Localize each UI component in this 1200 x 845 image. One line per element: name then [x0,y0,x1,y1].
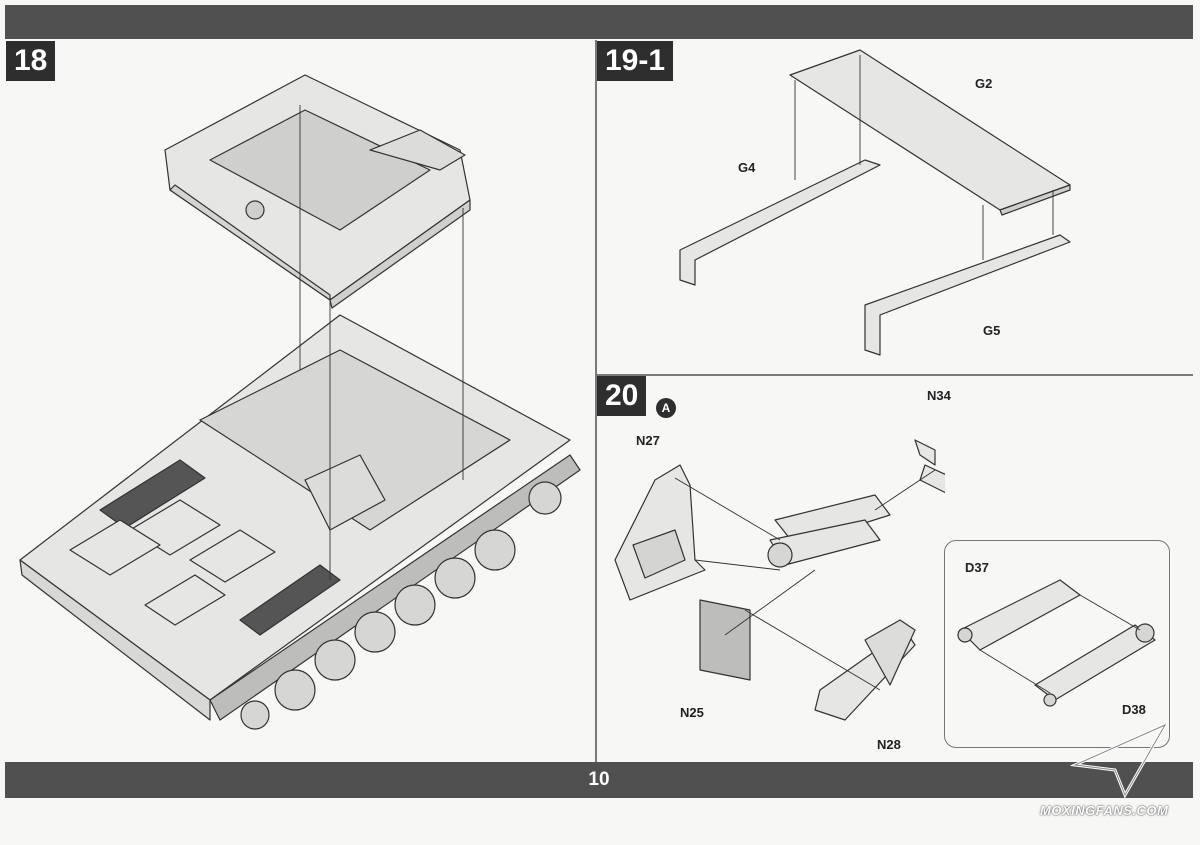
sub-step-a-badge: A [656,398,676,418]
step-19-1-illustration [679,49,1071,356]
step-19-1-badge: 19-1 [597,41,674,81]
label-g5: G5 [983,323,1001,338]
vertical-divider [595,40,597,762]
label-g4: G4 [738,160,756,175]
label-d37: D37 [965,560,989,575]
page-number: 10 [588,769,610,790]
label-n27: N27 [636,433,660,448]
label-n28: N28 [877,737,901,752]
step-20-badge: 20 [597,376,647,416]
label-d38: D38 [1122,702,1146,717]
bottom-footer-bar: 10 [5,762,1193,798]
step-18-illustration [19,74,581,730]
label-g2: G2 [975,76,993,91]
horizontal-divider [596,374,1193,376]
paper-plane-logo-icon [1070,721,1169,799]
top-header-bar [5,5,1193,39]
step-20-illustration [614,439,945,721]
detail-inset-box [944,540,1170,748]
detail-inset-illustration [957,579,1156,707]
step-18-badge: 18 [6,41,56,81]
watermark-text: MOXINGFANS.COM [1040,803,1169,818]
label-n34: N34 [927,388,951,403]
label-n25: N25 [680,705,704,720]
